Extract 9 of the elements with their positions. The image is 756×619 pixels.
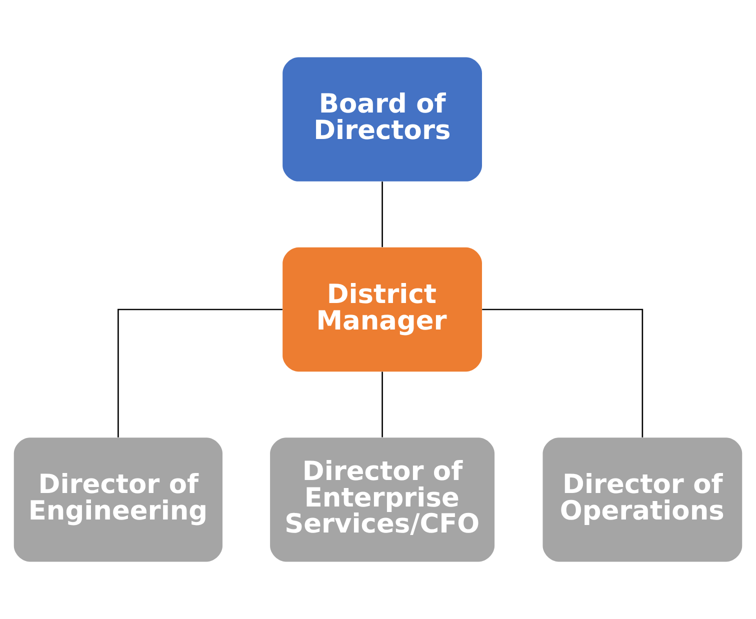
connector <box>482 308 644 438</box>
node-box: Director of Engineering <box>14 438 222 562</box>
connector <box>382 372 383 438</box>
node-box: Board of Directors <box>282 57 482 182</box>
node-box: Director of Operations <box>542 438 742 562</box>
connector <box>118 308 282 438</box>
connector <box>382 182 383 248</box>
node-box: District Manager <box>282 247 482 372</box>
node-box: Director of Enterprise Services/CFO <box>270 438 495 562</box>
